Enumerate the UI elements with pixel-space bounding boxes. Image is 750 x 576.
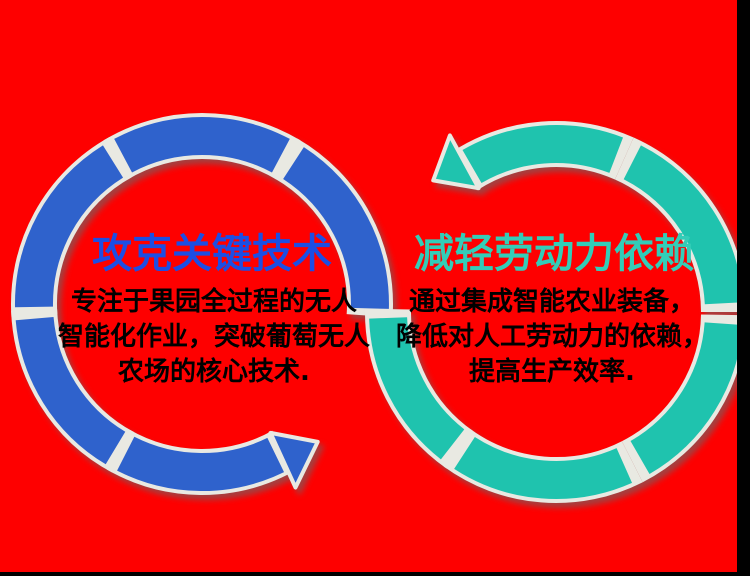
- left-ring-upper-left-segment: [14, 145, 124, 308]
- right-ring-upper-right-segment: [623, 145, 743, 305]
- right-ring-bottom-segment: [454, 436, 633, 499]
- left-cycle-arrowhead-icon: [268, 430, 320, 490]
- left-cycle-title: 攻克关键技术: [92, 231, 332, 277]
- right-cycle-title: 减轻劳动力依赖: [414, 231, 694, 277]
- right-cycle-description: 通过集成智能农业装备， 降低对人工劳动力的依赖， 提高生产效率.: [377, 285, 727, 390]
- right-cycle-description-line: 降低对人工劳动力的依赖，: [395, 322, 708, 352]
- right-ring-lower-right-segment: [630, 321, 743, 474]
- right-cycle-description-line: 提高生产效率.: [469, 357, 635, 387]
- right-cycle-description-line: 通过集成智能农业装备，: [408, 287, 695, 317]
- right-cycle-ring: [364, 121, 747, 503]
- left-ring-arrow-body: [117, 436, 285, 491]
- left-ring-top-segment: [114, 117, 290, 173]
- left-cycle-description-line: 智能化作业，突破葡萄无人: [57, 322, 370, 352]
- right-letterbox-bar: [737, 0, 750, 576]
- right-ring-arrow-body: [462, 125, 624, 184]
- left-cycle-description: 专注于果园全过程的无人 智能化作业，突破葡萄无人 农场的核心技术.: [29, 285, 399, 390]
- left-ring-lower-left-segment: [15, 316, 126, 465]
- left-cycle-ring: [11, 113, 393, 495]
- right-cycle-arrowhead-icon: [431, 133, 481, 191]
- right-ring-left-segment: [369, 316, 465, 460]
- bottom-letterbox-bar: [0, 572, 750, 576]
- left-cycle-description-line: 专注于果园全过程的无人: [70, 287, 357, 317]
- left-ring-right-segment: [282, 147, 389, 309]
- left-cycle-description-line: 农场的核心技术.: [118, 357, 310, 387]
